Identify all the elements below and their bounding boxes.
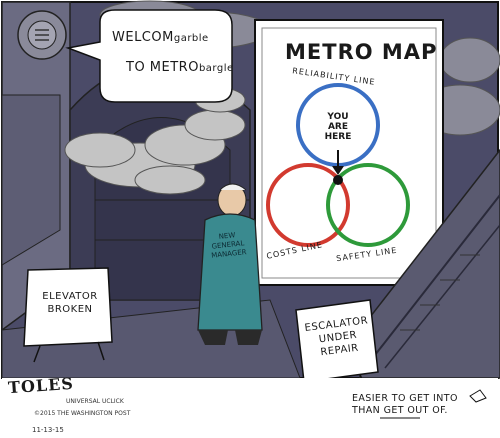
speech-line-1: WELCOMgarble [112,30,209,45]
speech-line-2: TO METRObargle [126,60,234,75]
speech-bubble [65,9,233,103]
copyright-credit: ©2015 THE WASHINGTON POST [34,410,131,417]
general-manager-figure [197,183,263,345]
date-credit: 11-13-15 [32,426,64,434]
you-are-here-dot [333,175,343,185]
costs-line-circle [266,163,350,247]
caption: EASIER TO GET INTO THAN GET OUT OF. [352,393,458,416]
you-are-here-label: YOU ARE HERE [324,112,352,142]
toles-mouse-icon [469,389,487,403]
elevator-sign-text: ELEVATOR BROKEN [42,291,98,315]
syndicate-credit: UNIVERSAL UCLICK [66,398,124,405]
elevator-sign-board [23,267,113,347]
escalator-sign-board [295,299,379,383]
safety-line-circle [326,163,410,247]
map-title: METRO MAP [285,40,438,64]
